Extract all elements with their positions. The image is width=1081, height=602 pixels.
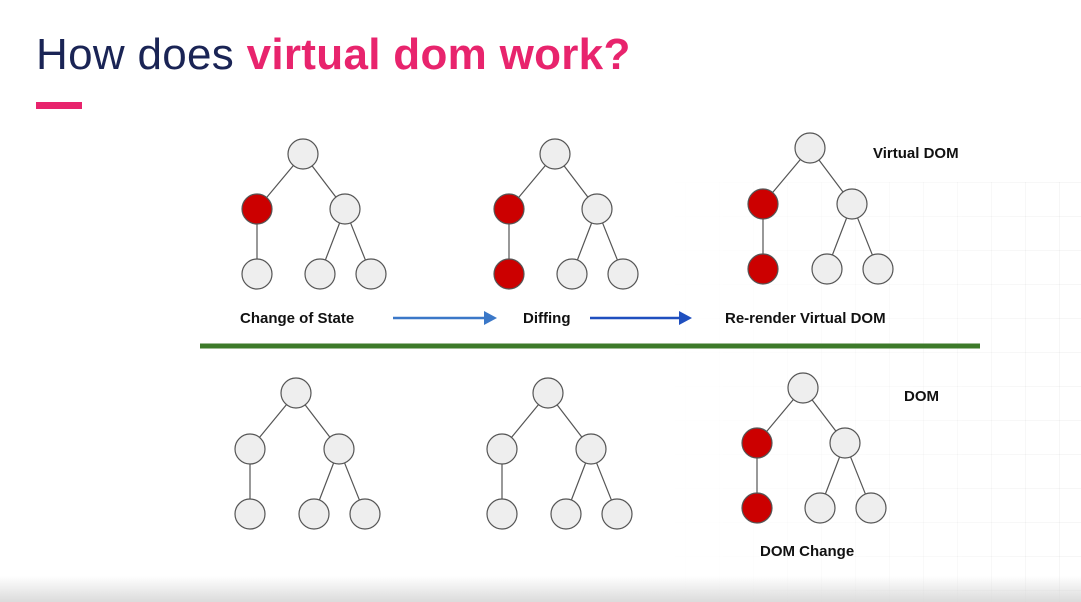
tree-virtual-dom-diffing bbox=[493, 138, 639, 290]
tree-edge bbox=[350, 222, 366, 261]
tree-node-root bbox=[794, 132, 826, 164]
tree-edge bbox=[318, 462, 335, 501]
label-rerender: Re-render Virtual DOM bbox=[725, 310, 886, 327]
tree-node-right-child-1 bbox=[304, 258, 336, 290]
tree-edge bbox=[324, 222, 341, 261]
tree-node-right-child-1 bbox=[550, 498, 582, 530]
tree-edge bbox=[266, 165, 294, 198]
tree-node-right-child-2 bbox=[607, 258, 639, 290]
tree-node-right bbox=[829, 427, 861, 459]
tree-node-right-child-1 bbox=[298, 498, 330, 530]
tree-edge bbox=[772, 159, 801, 193]
tree-node-right bbox=[323, 433, 355, 465]
tree-edge bbox=[602, 222, 618, 261]
tree-node-right-child-1 bbox=[556, 258, 588, 290]
tree-node-left-child bbox=[486, 498, 518, 530]
tree-edge bbox=[259, 404, 287, 438]
label-dom: DOM bbox=[904, 388, 939, 405]
trees-group bbox=[234, 132, 894, 530]
tree-node-left-changed bbox=[241, 193, 273, 225]
label-change-of-state: Change of State bbox=[240, 310, 354, 327]
tree-node-right-child-1 bbox=[804, 492, 836, 524]
tree-node-right bbox=[836, 188, 868, 220]
tree-virtual-dom-change-of-state bbox=[241, 138, 387, 290]
arrowhead-2 bbox=[679, 311, 692, 325]
bottom-shadow bbox=[0, 576, 1081, 602]
arrowhead-1 bbox=[484, 311, 497, 325]
tree-edge bbox=[576, 222, 593, 261]
tree-node-root bbox=[287, 138, 319, 170]
tree-dom-change-of-state bbox=[234, 377, 381, 530]
tree-edge bbox=[824, 456, 841, 495]
tree-edge bbox=[563, 165, 589, 198]
tree-node-right-child-2 bbox=[601, 498, 633, 530]
tree-edge bbox=[344, 462, 360, 501]
tree-node-right bbox=[581, 193, 613, 225]
tree-edge bbox=[766, 399, 794, 432]
title-accent-text: virtual dom work? bbox=[246, 30, 631, 79]
tree-edge bbox=[518, 165, 546, 198]
tree-node-left-changed bbox=[741, 427, 773, 459]
tree-node-right bbox=[329, 193, 361, 225]
title-underline-accent bbox=[36, 102, 82, 109]
tree-node-left-changed bbox=[747, 188, 779, 220]
label-dom-change: DOM Change bbox=[760, 543, 854, 560]
tree-node-right-child-2 bbox=[862, 253, 894, 285]
tree-node-left-child-changed bbox=[493, 258, 525, 290]
title-text: How does bbox=[36, 30, 247, 79]
label-diffing: Diffing bbox=[523, 310, 570, 327]
tree-node-right-child-1 bbox=[811, 253, 843, 285]
tree-node-root bbox=[280, 377, 312, 409]
tree-node-left bbox=[486, 433, 518, 465]
background-grid bbox=[651, 182, 1081, 602]
tree-node-left-changed bbox=[493, 193, 525, 225]
tree-edge bbox=[857, 217, 873, 256]
tree-node-root bbox=[787, 372, 819, 404]
tree-edge bbox=[596, 462, 612, 501]
tree-edge bbox=[831, 217, 848, 256]
tree-node-left-child-changed bbox=[747, 253, 779, 285]
tree-node-left-child bbox=[234, 498, 266, 530]
label-virtual-dom: Virtual DOM bbox=[873, 145, 959, 162]
tree-node-right bbox=[575, 433, 607, 465]
tree-edge bbox=[570, 462, 587, 501]
tree-virtual-dom-re-render bbox=[747, 132, 894, 285]
tree-edge bbox=[818, 159, 844, 193]
tree-node-root bbox=[539, 138, 571, 170]
tree-edge bbox=[311, 165, 337, 198]
tree-node-left-child-changed bbox=[741, 492, 773, 524]
tree-edge bbox=[511, 404, 539, 438]
page-title: How does virtual dom work? bbox=[36, 30, 631, 80]
tree-node-right-child-2 bbox=[855, 492, 887, 524]
tree-node-root bbox=[532, 377, 564, 409]
tree-edge bbox=[304, 404, 331, 438]
tree-edge bbox=[556, 404, 583, 438]
tree-node-left bbox=[234, 433, 266, 465]
tree-edge bbox=[811, 399, 837, 432]
tree-dom-diffing bbox=[486, 377, 633, 530]
tree-node-right-child-2 bbox=[349, 498, 381, 530]
tree-edge bbox=[850, 456, 866, 495]
tree-dom-dom-change bbox=[741, 372, 887, 524]
tree-node-left-child bbox=[241, 258, 273, 290]
tree-node-right-child-2 bbox=[355, 258, 387, 290]
